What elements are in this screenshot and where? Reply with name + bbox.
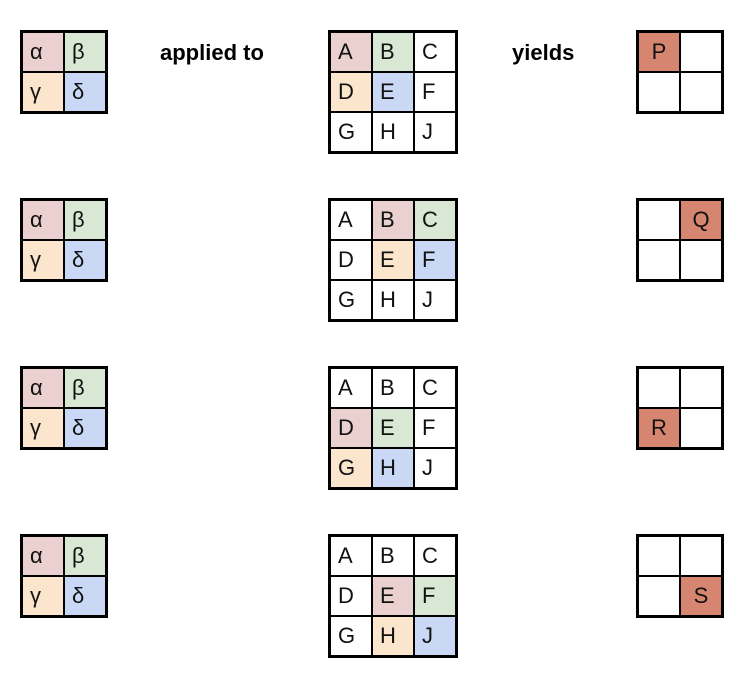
kernel-cell: α	[22, 368, 64, 408]
input-cell: A	[330, 32, 372, 72]
kernel-cell: β	[64, 536, 106, 576]
output-cell	[638, 200, 680, 240]
input-cell: C	[414, 32, 456, 72]
input-cell: G	[330, 616, 372, 656]
input-cell: B	[372, 536, 414, 576]
input-cell: A	[330, 368, 372, 408]
applied-to-label: applied to	[160, 40, 264, 65]
input-cell: C	[414, 536, 456, 576]
output-cell	[680, 240, 722, 280]
kernel-cell: δ	[64, 240, 106, 280]
input-cell: H	[372, 448, 414, 488]
output-cell	[638, 576, 680, 616]
input-cell: F	[414, 72, 456, 112]
input-cell: E	[372, 576, 414, 616]
kernel-cell: γ	[22, 576, 64, 616]
output-cell: Q	[680, 200, 722, 240]
input-cell: D	[330, 72, 372, 112]
input-cell: F	[414, 576, 456, 616]
output-cell: R	[638, 408, 680, 448]
input-cell: J	[414, 112, 456, 152]
kernel-cell: α	[22, 200, 64, 240]
yields-label: yields	[512, 40, 575, 65]
input-cell: E	[372, 240, 414, 280]
kernel-cell: γ	[22, 240, 64, 280]
input-cell: D	[330, 576, 372, 616]
input-cell: B	[372, 368, 414, 408]
output-cell	[638, 72, 680, 112]
input-cell: J	[414, 280, 456, 320]
input-cell: A	[330, 536, 372, 576]
input-cell: D	[330, 408, 372, 448]
kernel-cell: γ	[22, 72, 64, 112]
output-cell	[680, 368, 722, 408]
kernel-cell: β	[64, 200, 106, 240]
input-cell: J	[414, 448, 456, 488]
kernel-cell: δ	[64, 576, 106, 616]
input-cell: G	[330, 112, 372, 152]
output-cell	[638, 240, 680, 280]
output-grid-4: S	[636, 534, 724, 618]
kernel-cell: β	[64, 368, 106, 408]
input-cell: A	[330, 200, 372, 240]
input-cell: G	[330, 448, 372, 488]
kernel-cell: α	[22, 536, 64, 576]
output-cell	[680, 536, 722, 576]
kernel-cell: δ	[64, 408, 106, 448]
input-cell: B	[372, 200, 414, 240]
input-cell: F	[414, 408, 456, 448]
output-cell	[638, 536, 680, 576]
input-cell: C	[414, 368, 456, 408]
kernel-cell: γ	[22, 408, 64, 448]
input-cell: J	[414, 616, 456, 656]
input-cell: F	[414, 240, 456, 280]
output-cell	[680, 32, 722, 72]
kernel-cell: β	[64, 32, 106, 72]
output-cell: S	[680, 576, 722, 616]
kernel-cell: δ	[64, 72, 106, 112]
input-cell: H	[372, 112, 414, 152]
input-cell: B	[372, 32, 414, 72]
output-cell: P	[638, 32, 680, 72]
output-cell	[680, 72, 722, 112]
output-grid-2: Q	[636, 198, 724, 282]
input-cell: D	[330, 240, 372, 280]
output-cell	[638, 368, 680, 408]
input-cell: H	[372, 616, 414, 656]
output-grid-1: P	[636, 30, 724, 114]
input-cell: H	[372, 280, 414, 320]
input-cell: G	[330, 280, 372, 320]
output-grid-3: R	[636, 366, 724, 450]
output-cell	[680, 408, 722, 448]
kernel-cell: α	[22, 32, 64, 72]
input-cell: E	[372, 408, 414, 448]
input-cell: C	[414, 200, 456, 240]
input-cell: E	[372, 72, 414, 112]
